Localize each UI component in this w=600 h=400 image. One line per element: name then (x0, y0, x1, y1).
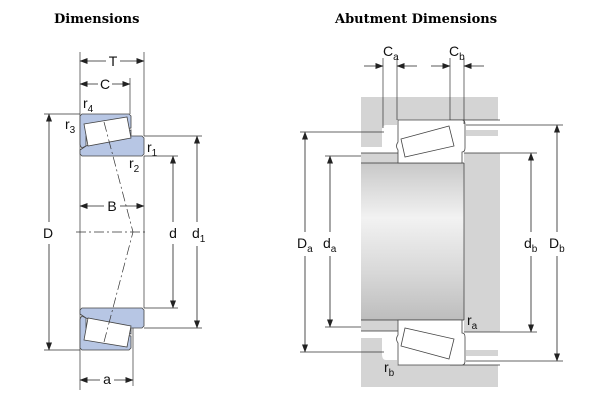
dim-T: T (109, 53, 118, 69)
dim-a: a (103, 371, 111, 387)
dim-B: B (107, 198, 116, 214)
dim-db: db (524, 235, 538, 255)
dim-d1: d1 (192, 225, 206, 245)
radius-ra: ra (467, 312, 478, 332)
radius-r1: r1 (147, 139, 158, 159)
dim-d: d (169, 225, 177, 241)
dim-D: D (43, 225, 53, 241)
dim-Da: Da (297, 235, 313, 255)
radius-r2: r2 (129, 155, 140, 175)
abutment-cross-section (361, 97, 500, 387)
bearing-cross-section (44, 52, 202, 390)
radius-r4: r4 (83, 95, 94, 115)
radius-rb: rb (384, 359, 395, 379)
dim-C: C (100, 76, 110, 92)
dim-Cb: Cb (449, 43, 465, 63)
radius-r3: r3 (65, 116, 76, 136)
roller-bottom (83, 317, 132, 348)
dim-da: da (323, 235, 337, 255)
abutment-dimensions-title: Abutment Dimensions (334, 12, 497, 27)
shaft-shoulder (464, 153, 500, 332)
roller-top (83, 116, 132, 147)
dim-Ca: Ca (383, 43, 399, 63)
shaft (361, 163, 464, 320)
dimensions-title: Dimensions (54, 12, 139, 27)
dim-Db: Db (549, 235, 565, 255)
